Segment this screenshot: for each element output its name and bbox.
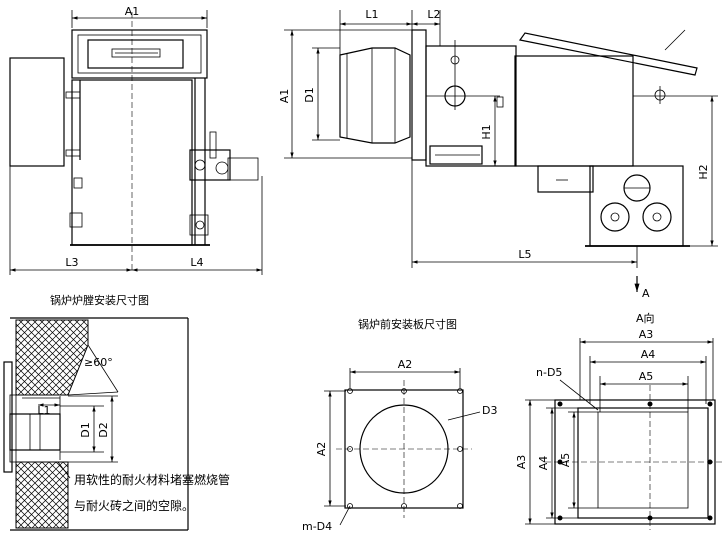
front-dim-a1: A1 bbox=[125, 5, 140, 18]
a-view-hole bbox=[707, 515, 713, 521]
plate-hole bbox=[347, 446, 353, 452]
front-motor-box bbox=[9, 57, 65, 167]
front-window bbox=[87, 39, 184, 69]
a-direction-view: A向 A3 A4 A5 n-D5 A3 bbox=[515, 311, 722, 530]
refractory-top bbox=[15, 319, 89, 396]
a-view-hole bbox=[707, 459, 713, 465]
side-dim-h2: H2 bbox=[697, 164, 710, 179]
side-view: L1 L2 A1 D1 H1 H2 L5 A bbox=[278, 8, 718, 300]
side-wheel-left bbox=[600, 202, 630, 232]
front-dim-l4: L4 bbox=[190, 256, 203, 269]
side-dim-h1: H1 bbox=[480, 124, 493, 139]
furnace-note-line1: 用软性的耐火材料堵塞燃烧管 bbox=[74, 472, 230, 487]
furnace-burner-tube bbox=[9, 413, 61, 451]
refractory-bottom bbox=[15, 461, 69, 529]
a-view-dim-a4-top: A4 bbox=[641, 348, 656, 361]
a-view-dim-a5-side: A5 bbox=[559, 453, 572, 468]
plate-hole-label: m-D4 bbox=[302, 520, 332, 533]
side-view-arrow-a: A bbox=[642, 287, 650, 300]
front-top-frame bbox=[71, 29, 208, 79]
furnace-dim-d2: D2 bbox=[97, 422, 110, 437]
a-view-dim-a3-top: A3 bbox=[639, 328, 654, 341]
furnace-section: 锅炉炉膛安装尺寸图 D1 D2 L1 ≥60° 用软性的耐火 bbox=[3, 293, 230, 531]
a-view-middle bbox=[577, 407, 709, 519]
a-view-dim-a5-top: A5 bbox=[639, 370, 654, 383]
a-view-hole bbox=[707, 401, 713, 407]
a-view-title: A向 bbox=[636, 311, 655, 325]
furnace-angle-label: ≥60° bbox=[84, 356, 113, 369]
plate-hole bbox=[457, 503, 463, 509]
a-view-hole bbox=[557, 401, 563, 407]
side-hinged-cover bbox=[518, 32, 698, 76]
plate-title: 锅炉前安装板尺寸图 bbox=[358, 317, 457, 331]
side-base-frame bbox=[589, 165, 684, 247]
plate-hole bbox=[401, 503, 407, 509]
side-dim-l1: L1 bbox=[365, 8, 378, 21]
side-wheel-right bbox=[642, 202, 672, 232]
side-blast-tube bbox=[339, 47, 411, 144]
side-dim-l2: L2 bbox=[427, 8, 440, 21]
furnace-dim-d1: D1 bbox=[79, 422, 92, 437]
side-dim-l5: L5 bbox=[518, 248, 531, 261]
plate-hole bbox=[457, 388, 463, 394]
side-flange bbox=[411, 29, 427, 161]
front-plate-view: 锅炉前安装板尺寸图 A2 A2 D3 m-D4 bbox=[302, 317, 497, 533]
plate-hole bbox=[457, 446, 463, 452]
a-view-hole-label: n-D5 bbox=[536, 366, 562, 379]
plate-hole bbox=[401, 388, 407, 394]
plate-hole bbox=[347, 388, 353, 394]
furnace-dim-l1: L1 bbox=[37, 404, 50, 417]
a-view-hole bbox=[647, 401, 653, 407]
a-view-inner bbox=[597, 411, 689, 509]
plate-dim-a2-top: A2 bbox=[398, 358, 413, 371]
side-dim-d1: D1 bbox=[303, 87, 316, 102]
side-dim-a1: A1 bbox=[278, 89, 291, 104]
a-view-hole bbox=[647, 515, 653, 521]
plate-hole bbox=[347, 503, 353, 509]
plate-dim-a2-side: A2 bbox=[315, 442, 328, 457]
side-housing bbox=[425, 45, 517, 167]
side-blower-box bbox=[514, 55, 634, 167]
furnace-title: 锅炉炉膛安装尺寸图 bbox=[50, 293, 149, 307]
a-view-dim-a4-side: A4 bbox=[537, 456, 550, 471]
front-dim-l3: L3 bbox=[65, 256, 78, 269]
furnace-note-line2: 与耐火砖之间的空隙。 bbox=[74, 498, 194, 513]
a-view-dim-a3-side: A3 bbox=[515, 455, 528, 470]
plate-dim-d3: D3 bbox=[482, 404, 497, 417]
front-view: A1 L3 L4 bbox=[9, 5, 263, 275]
a-view-hole bbox=[557, 459, 563, 465]
